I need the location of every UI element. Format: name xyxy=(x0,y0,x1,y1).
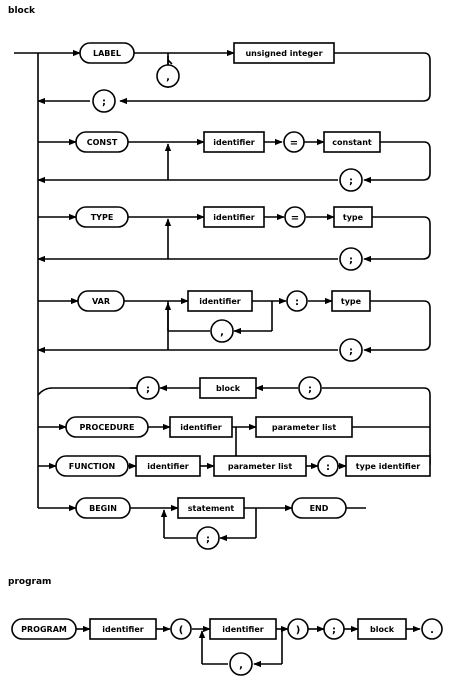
label-keyword xyxy=(79,42,135,64)
block-loop-semicolon-left xyxy=(136,376,160,400)
function-parameter-list-text: parameter list xyxy=(228,462,292,471)
type-keyword-text: TYPE xyxy=(91,213,114,222)
var-type-text: type xyxy=(341,297,362,306)
program-lparen-text: ( xyxy=(179,625,184,636)
statement-text: statement xyxy=(188,504,235,513)
block-loop-semicolon-right-text: ; xyxy=(308,384,312,395)
type-semicolon-text: ; xyxy=(349,255,353,266)
program-lparen-circle xyxy=(170,618,192,640)
var-colon-text: : xyxy=(295,297,299,308)
var-keyword xyxy=(77,290,125,312)
type-identifier-box xyxy=(203,206,265,228)
program-block-box xyxy=(357,618,407,640)
const-equals-text: = xyxy=(290,138,298,149)
procedure-identifier-box xyxy=(169,416,233,438)
const-keyword-text: CONST xyxy=(87,138,118,147)
type-equals-circle xyxy=(284,206,306,228)
block-loop-semicolon-right xyxy=(298,376,322,400)
function-identifier-text: identifier xyxy=(147,462,189,471)
block-loop-box xyxy=(199,377,257,399)
function-identifier-box xyxy=(135,455,201,477)
program-period-text: . xyxy=(430,625,434,636)
statement-box xyxy=(177,497,245,519)
type-semicolon-circle xyxy=(339,247,363,271)
program-identifier-box xyxy=(89,618,157,640)
var-semicolon-text: ; xyxy=(349,346,353,357)
label-comma-text: , xyxy=(166,72,170,83)
const-semicolon-circle xyxy=(339,168,363,192)
procedure-keyword-text: PROCEDURE xyxy=(80,423,135,432)
program-period-circle xyxy=(421,618,443,640)
block-connectors xyxy=(14,49,431,542)
var-comma-text: , xyxy=(220,327,224,338)
block-shapes xyxy=(55,42,431,550)
program-keyword-text: PROGRAM xyxy=(21,625,67,634)
var-colon-circle xyxy=(286,290,308,312)
label-keyword-text: LABEL xyxy=(93,49,121,58)
label-comma-circle xyxy=(156,64,180,88)
var-semicolon-circle xyxy=(339,338,363,362)
unsigned-integer-text: unsigned integer xyxy=(245,49,322,58)
function-keyword-text: FUNCTION xyxy=(69,462,115,471)
program-shapes xyxy=(11,618,443,676)
function-colon-text: : xyxy=(326,462,330,473)
begin-keyword xyxy=(75,497,131,519)
function-type-identifier-text: type identifier xyxy=(356,462,420,471)
function-colon-circle xyxy=(317,455,339,477)
function-type-identifier-box xyxy=(345,455,431,477)
begin-semicolon-text: ; xyxy=(206,534,210,545)
program-identifier-text: identifier xyxy=(102,625,144,634)
constant-text: constant xyxy=(332,138,372,147)
procedure-identifier-text: identifier xyxy=(180,423,222,432)
block-loop-semicolon-left-text: ; xyxy=(146,384,150,395)
type-text: type xyxy=(343,213,364,222)
const-identifier-text: identifier xyxy=(213,138,255,147)
var-type-box xyxy=(331,290,371,312)
title-program: program xyxy=(8,577,51,587)
program-identifier-list-text: identifier xyxy=(222,625,264,634)
var-identifier-box xyxy=(187,290,253,312)
program-comma-circle xyxy=(229,652,253,676)
program-semicolon-circle xyxy=(323,618,345,640)
type-identifier-text: identifier xyxy=(213,213,255,222)
label-semicolon-circle xyxy=(92,89,116,113)
var-comma-circle xyxy=(210,319,234,343)
unsigned-integer-box xyxy=(233,42,335,64)
procedure-parameter-list-box xyxy=(255,416,353,438)
begin-keyword-text: BEGIN xyxy=(89,504,117,513)
program-identifier-list-box xyxy=(209,618,277,640)
function-keyword xyxy=(55,455,129,477)
program-rparen-circle xyxy=(287,618,309,640)
var-keyword-text: VAR xyxy=(92,297,110,306)
program-rparen-text: ) xyxy=(296,625,301,636)
block-loop-text: block xyxy=(216,384,241,393)
program-semicolon-text: ; xyxy=(332,625,336,636)
constant-box xyxy=(323,131,381,153)
procedure-keyword xyxy=(65,416,149,438)
const-semicolon-text: ; xyxy=(349,176,353,187)
program-connectors xyxy=(76,625,421,668)
begin-semicolon-circle xyxy=(196,526,220,550)
label-semicolon-text: ; xyxy=(102,97,106,108)
end-keyword xyxy=(291,497,347,519)
type-keyword xyxy=(75,206,129,228)
program-block-text: block xyxy=(370,625,395,634)
var-identifier-text: identifier xyxy=(199,297,241,306)
const-equals-circle xyxy=(283,131,305,153)
const-identifier-box xyxy=(203,131,265,153)
const-keyword xyxy=(75,131,129,153)
type-box xyxy=(333,206,373,228)
program-comma-text: , xyxy=(239,660,243,671)
function-parameter-list-box xyxy=(213,455,307,477)
type-equals-text: = xyxy=(291,213,299,224)
procedure-parameter-list-text: parameter list xyxy=(272,423,336,432)
program-keyword xyxy=(11,618,77,640)
title-block: block xyxy=(8,6,36,16)
end-keyword-text: END xyxy=(310,504,329,513)
